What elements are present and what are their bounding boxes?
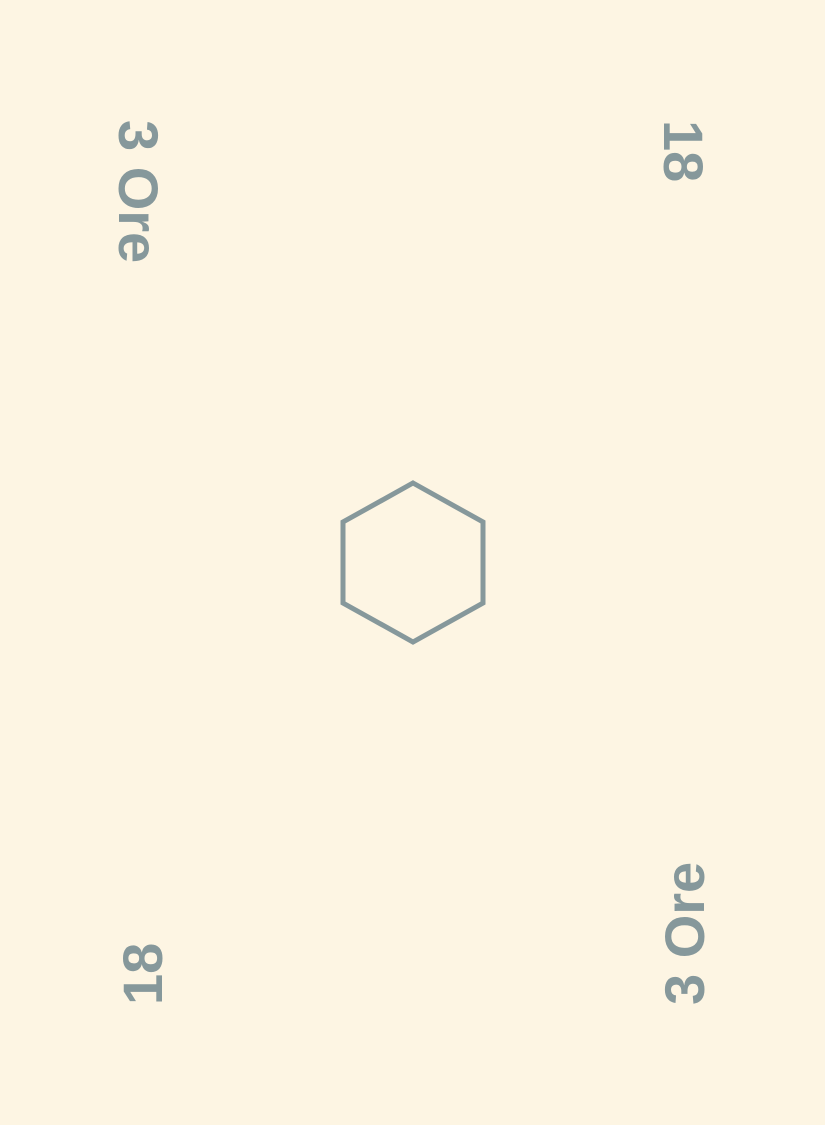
card-number-bottom-left: 18	[111, 942, 174, 1005]
hexagon-icon	[340, 480, 486, 645]
resource-label-top-left: 3 Ore	[107, 120, 170, 264]
card-number-top-right: 18	[652, 120, 715, 183]
resource-label-bottom-right: 3 Ore	[653, 861, 716, 1005]
